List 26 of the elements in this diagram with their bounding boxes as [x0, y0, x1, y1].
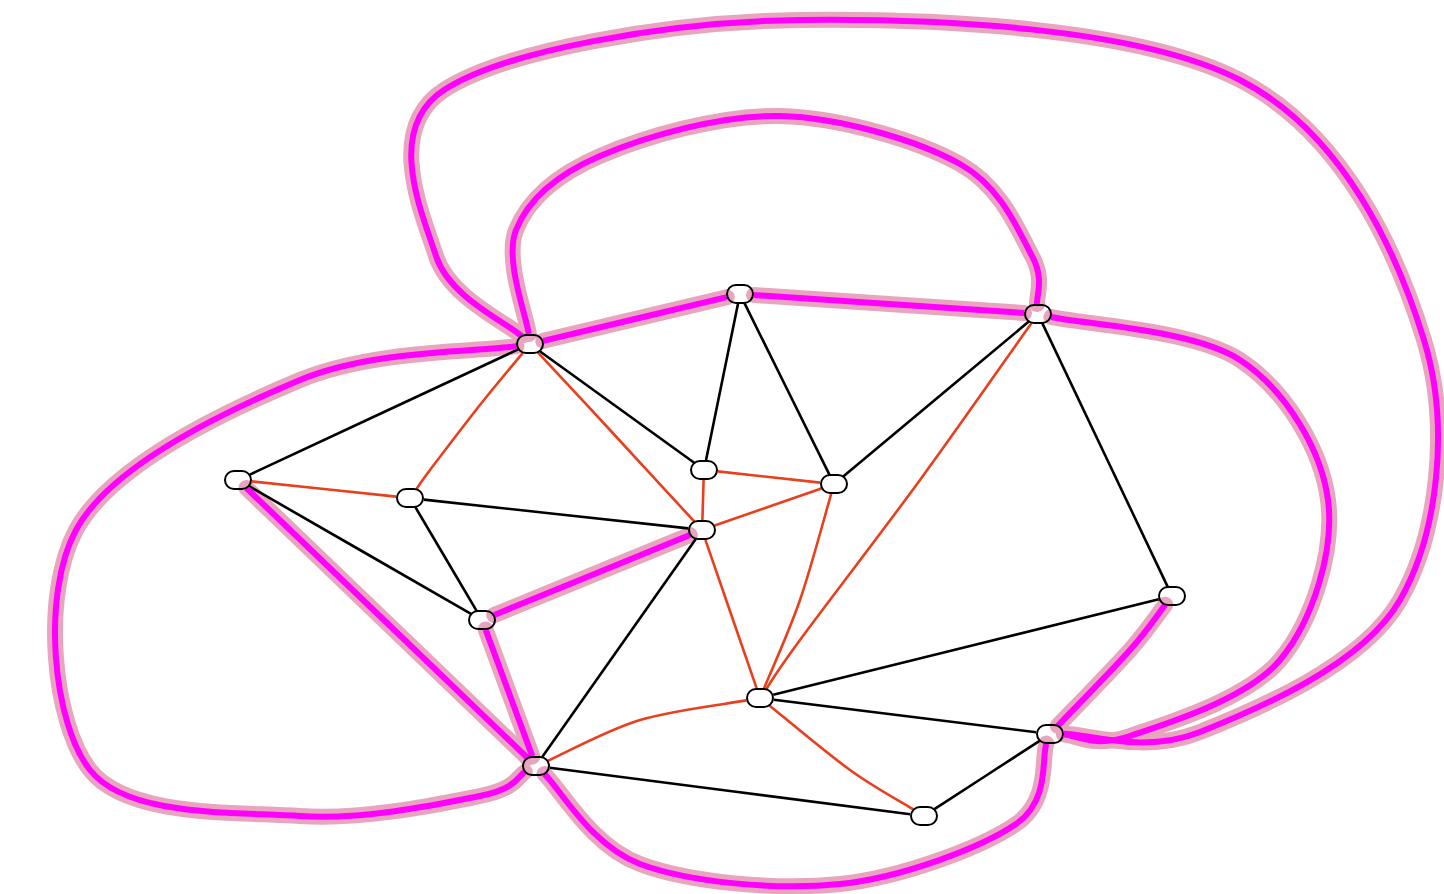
connector-line [541, 538, 697, 758]
connector-line [933, 739, 1041, 811]
connector-line [423, 498, 689, 530]
connector-line [765, 322, 1033, 690]
connector-line [704, 539, 758, 689]
connector-line [842, 320, 1030, 478]
connector-line [547, 699, 747, 762]
connector-line [768, 704, 915, 811]
connector-line [249, 348, 519, 476]
connector-line [762, 493, 833, 689]
connector-line [549, 766, 911, 816]
connector-line [714, 487, 822, 527]
connector-line [1041, 322, 1169, 588]
connector-line [704, 303, 740, 461]
connector-line [414, 506, 478, 612]
connector-line [717, 470, 821, 484]
connector-line [772, 597, 1160, 697]
connector-line [773, 698, 1037, 734]
connector-line [248, 485, 472, 615]
connector-line [251, 480, 397, 498]
connector-line [539, 350, 695, 464]
connector-line [743, 302, 831, 476]
connector-line [701, 479, 705, 521]
connector-line [536, 351, 696, 523]
connector-line [415, 351, 524, 490]
connector-line [753, 292, 1025, 316]
